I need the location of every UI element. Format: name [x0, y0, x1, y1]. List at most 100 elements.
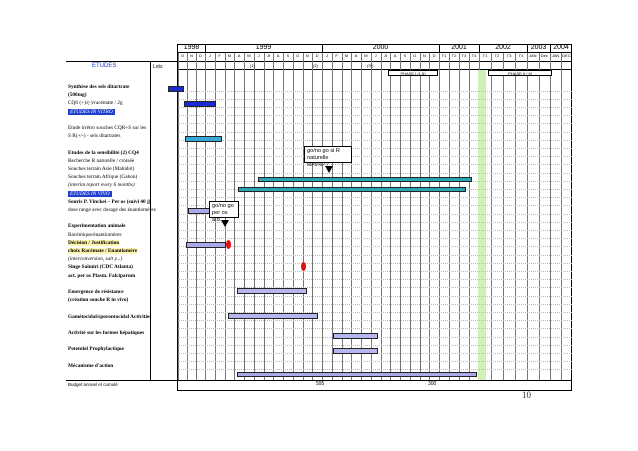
year-2001: 2001 [451, 44, 467, 51]
month-label: T1 [441, 53, 447, 58]
row-gridline [178, 221, 572, 223]
month-label: N [305, 53, 309, 58]
month-label: S [286, 53, 290, 58]
lot-marker: (1) [250, 63, 255, 68]
month-label: T2 [451, 53, 457, 58]
month-gridline [351, 53, 353, 380]
month-gridline [341, 53, 343, 380]
task-row: Activité sur les formes hépatiques [68, 330, 145, 336]
month-label: A [354, 53, 358, 58]
row-gridline [178, 361, 572, 363]
gonogo-callout-2: go/no go per os a.d. [209, 201, 239, 223]
header-divider [178, 52, 572, 53]
year-2004: 2004 [553, 44, 569, 51]
task-row: (500mg) [68, 92, 87, 99]
task-row: dose range avec dosage des énantiomères [68, 207, 156, 213]
year-1999: 1999 [255, 44, 272, 51]
month-gridline [409, 53, 411, 380]
month-gridline [550, 53, 551, 380]
row-gridline [178, 115, 572, 117]
bar-irretro [185, 136, 222, 142]
row-gridline [178, 328, 572, 330]
phase-1: PHASE I (1,5) [388, 70, 438, 76]
gonogo-triangle [221, 220, 229, 227]
month-gridline [459, 53, 460, 380]
task-row: Racémique/énantiomères [68, 231, 122, 238]
bar-afrique [238, 187, 466, 192]
month-gridline [187, 53, 188, 380]
month-gridline [419, 53, 421, 380]
month-gridline [292, 53, 294, 380]
month-label: J [257, 53, 260, 58]
bar-gametocidal [333, 333, 378, 339]
month-gridline [273, 53, 275, 380]
year-2002: 2002 [495, 44, 511, 51]
month-label: J [325, 53, 328, 58]
row-gridline [178, 90, 572, 92]
month-label: T3 [461, 53, 467, 58]
month-label: N [190, 53, 193, 58]
month-label: T4 [518, 53, 524, 58]
month-gridline [449, 53, 450, 380]
task-row: Etude irrétro souches CQR+S sur les [68, 125, 147, 131]
month-label: Jt [266, 53, 270, 58]
task-row: Singe Saïmiri (CDC Atlanta) [68, 264, 133, 271]
task-row: Synthèse des sels ditartrate [68, 84, 130, 90]
month-gridline [322, 53, 323, 380]
task-row: Souches terrain Asie (Mahidol) [68, 166, 135, 172]
row-gridline [178, 270, 572, 272]
month-gridline [503, 53, 504, 380]
month-gridline [244, 53, 245, 380]
row-gridline [178, 172, 572, 174]
row-gridline [178, 229, 572, 231]
row-gridline [178, 279, 572, 281]
row-gridline [178, 98, 572, 100]
lot-marker: (3*) [367, 63, 374, 68]
month-gridline [331, 53, 333, 380]
row-gridline [178, 197, 572, 199]
month-label: Dec [540, 53, 548, 58]
row-gridline [178, 205, 572, 207]
month-label: J [374, 53, 377, 58]
task-row: ETUDES IN VITRO [68, 108, 115, 115]
row-gridline [178, 238, 572, 240]
month-gridline [380, 53, 382, 380]
month-gridline [302, 53, 304, 380]
month-gridline [178, 53, 179, 380]
task-row: (interim report every 6 months) [68, 182, 135, 189]
month-label: M [247, 53, 251, 58]
month-gridline [205, 53, 206, 380]
month-label: JAN [551, 53, 560, 58]
row-gridline [178, 295, 572, 297]
budget-label: Budget annuel et cumulé [68, 382, 118, 387]
bar-cq6 [184, 101, 216, 107]
month-label: DEC [562, 53, 571, 58]
month-label: D [315, 53, 319, 58]
task-row: Souches terrain Afrique (Gabon) [68, 174, 138, 181]
task-row: Potentiel Prophylactique [68, 346, 124, 353]
month-label: J [208, 53, 211, 58]
month-gridline [491, 53, 492, 380]
bar-mecanisme [237, 372, 477, 377]
month-label: A [276, 53, 280, 58]
month-gridline [370, 53, 372, 380]
month-gridline [196, 53, 197, 380]
task-row: act. per os Plasm. Falciparum [68, 272, 136, 279]
row-gridline [178, 147, 572, 149]
month-label: O [296, 53, 300, 58]
task-row: Etudes de la sensibilité (2) CQ4 [68, 149, 139, 156]
month-label: F [218, 53, 221, 58]
row-gridline [178, 139, 572, 141]
page-number: 10 [522, 390, 531, 400]
gonogo-triangle [325, 166, 333, 173]
month-gridline [263, 53, 265, 380]
lots-header: Lots [153, 64, 163, 70]
month-label: Jt [383, 53, 387, 58]
month-label: JAN [528, 53, 537, 58]
task-row: ETUDES IN VIVO [68, 190, 112, 197]
year-1998: 1998 [183, 44, 200, 51]
row-gridline [178, 246, 572, 248]
bar-hepatique [333, 348, 378, 354]
row-gridline [178, 131, 572, 133]
month-label: O [413, 53, 417, 58]
